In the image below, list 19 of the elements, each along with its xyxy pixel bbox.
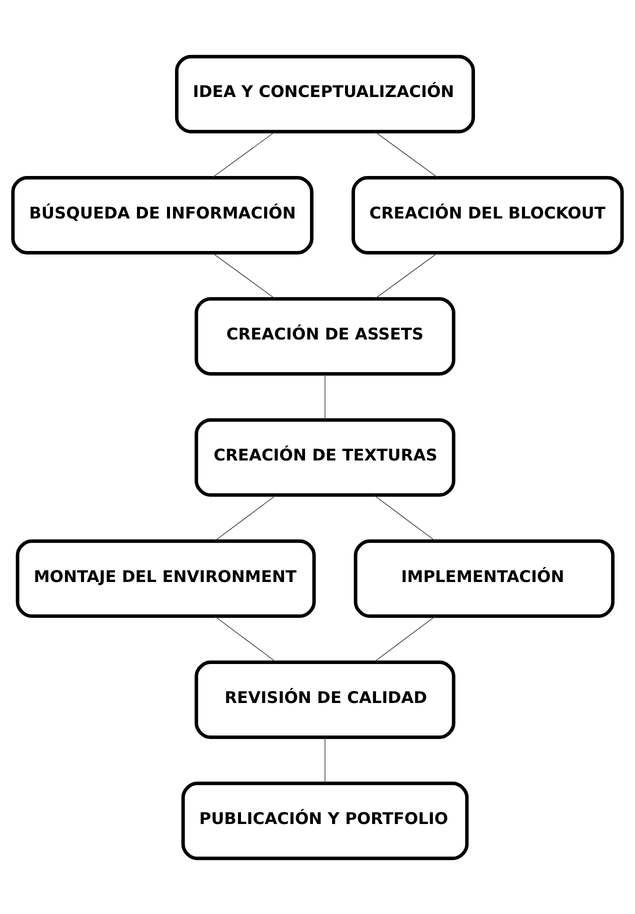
node-box: IDEA Y CONCEPTUALIZACIÓN	[175, 54, 475, 133]
connector	[214, 494, 276, 541]
connector	[214, 616, 276, 662]
node-box: MONTAJE DEL ENVIRONMENT	[16, 538, 316, 618]
node-box: CREACIÓN DEL BLOCKOUT	[352, 176, 624, 254]
node-box: CREACIÓN DE TEXTURAS	[194, 418, 456, 496]
connector	[212, 131, 276, 178]
node-box: BÚSQUEDA DE INFORMACIÓN	[11, 176, 314, 254]
connector	[374, 131, 438, 178]
node-box: PUBLICACIÓN Y PORTFOLIO	[181, 781, 469, 860]
connector	[374, 616, 436, 662]
node-box: REVISIÓN DE CALIDAD	[194, 660, 456, 738]
connector	[212, 252, 276, 298]
node-box: CREACIÓN DE ASSETS	[194, 296, 456, 376]
connector	[324, 736, 326, 783]
connector	[374, 494, 436, 541]
connector	[324, 373, 326, 420]
connector	[374, 252, 438, 298]
node-box: IMPLEMENTACIÓN	[354, 538, 615, 618]
